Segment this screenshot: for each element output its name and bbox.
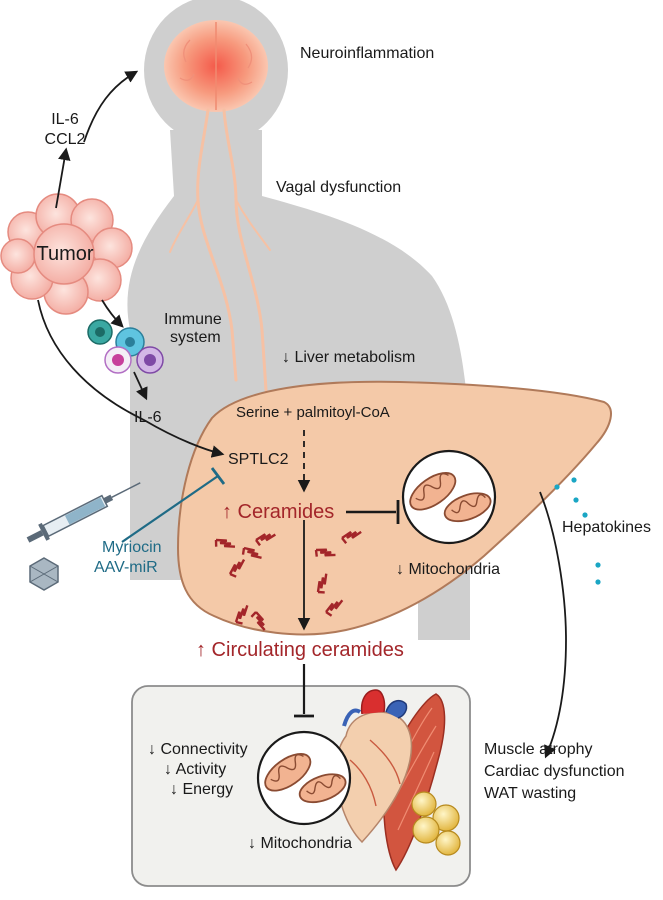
aav-capsid-icon [29,557,59,591]
connectivity-label: ↓ Connectivity [148,741,248,758]
hepatokine-dots [554,477,601,585]
bottom-mitochondria-label: ↓ Mitochondria [248,835,353,852]
inhibition-lines [121,467,400,718]
liver-mitochondria-label: ↓ Mitochondria [396,561,501,578]
neuroinflammation-label: Neuroinflammation [300,45,435,62]
syringe-icon [26,482,141,543]
pathway-arrows [37,70,567,759]
energy-label: ↓ Energy [170,781,234,798]
muscle-atrophy-label: Muscle atrophy [484,741,593,758]
tumor-label: Tumor [36,243,94,265]
liver-metabolism-label: ↓ Liver metabolism [282,349,416,366]
mitochondrion-icon [401,449,497,545]
immune-system-label-line2: system [170,329,221,346]
aav-mir-label: AAV-miR [94,559,158,576]
ccl2-label: CCL2 [44,131,86,148]
il6-bottom-label: IL-6 [134,409,162,426]
adipocyte-icon [411,791,461,856]
tumor-icon [0,193,133,315]
activity-label: ↓ Activity [164,761,227,778]
hepatokines-label: Hepatokines [562,519,651,536]
liver-shape [176,380,612,636]
mitochondrion-icon [256,730,352,826]
serine-label: Serine + palmitoyl-CoA [236,404,390,421]
wat-wasting-label: WAT wasting [484,785,577,802]
immune-cells-icon [87,319,164,374]
heart-icon [335,689,413,844]
sptlc2-label: SPTLC2 [228,451,289,468]
vagal-dysfunction-label: Vagal dysfunction [276,179,402,196]
myriocin-label: Myriocin [102,539,162,556]
immune-system-label-line1: Immune [164,311,222,328]
cardiac-dysfunction-label: Cardiac dysfunction [484,763,625,780]
vagal-nerves [169,108,271,392]
il6-top-label: IL-6 [51,111,79,128]
circulating-ceramides-label: ↑ Circulating ceramides [196,639,404,661]
brain-icon [164,20,268,112]
ceramides-label: ↑ Ceramides [222,501,335,523]
